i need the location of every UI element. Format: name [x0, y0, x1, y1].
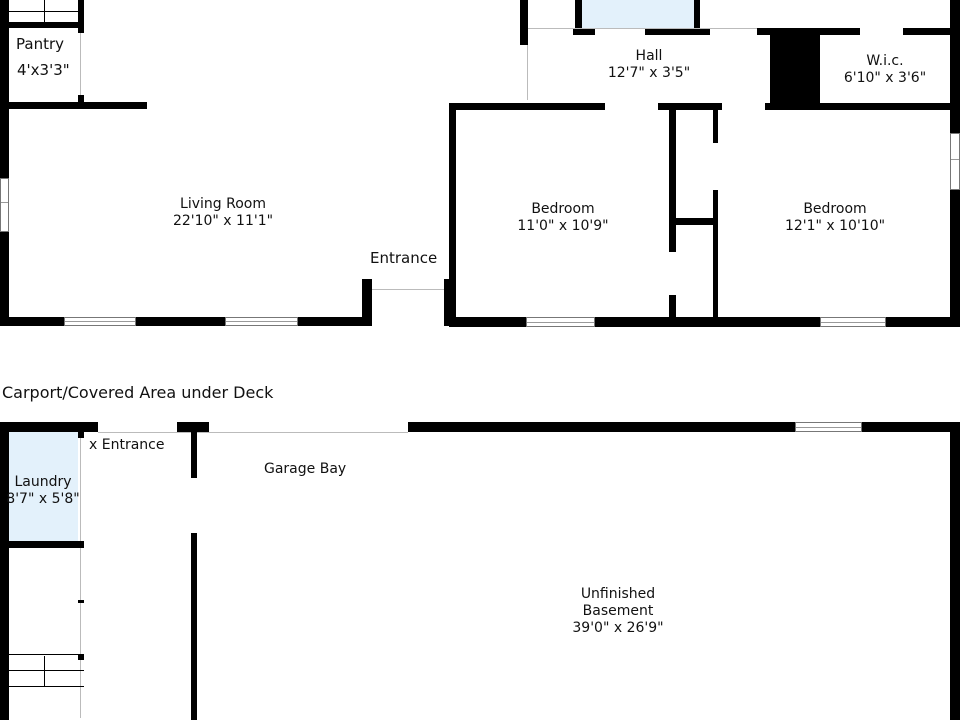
garage-bay-label: Garage Bay: [264, 461, 347, 477]
wall: [0, 422, 98, 432]
wall: [449, 317, 960, 327]
entrance-label: Entrance: [370, 249, 438, 267]
window: [64, 317, 136, 326]
room-name: Unfinished: [580, 586, 656, 602]
wall: [449, 103, 605, 110]
wall: [903, 28, 960, 35]
wall: [645, 28, 710, 35]
hall-line: [528, 28, 760, 29]
wall: [765, 103, 960, 110]
wall: [713, 110, 718, 143]
wall: [191, 533, 197, 720]
wall: [669, 295, 676, 317]
chimney: [770, 28, 820, 110]
room-name: Bedroom: [803, 201, 867, 217]
wall: [694, 0, 700, 35]
wall: [669, 110, 676, 252]
wall: [78, 654, 84, 660]
wall: [78, 432, 84, 438]
room-size: 12'7" x 3'5": [607, 65, 691, 81]
wall: [177, 422, 209, 432]
room-name: W.i.c.: [866, 53, 904, 69]
window: [820, 317, 886, 327]
stair-line: [44, 656, 45, 686]
room-size: 8'7" x 5'8": [6, 491, 80, 507]
laundry-area: [9, 432, 78, 541]
wall: [658, 103, 722, 110]
wall: [408, 422, 960, 432]
wall: [575, 0, 582, 35]
window: [950, 133, 960, 190]
wall: [0, 541, 84, 548]
carport-label: Carport/Covered Area under Deck: [2, 383, 274, 402]
opening-line: [98, 432, 408, 433]
wall: [78, 600, 84, 603]
room-name: Basement: [582, 603, 654, 619]
wall: [0, 22, 84, 28]
room-label-wic: W.i.c.6'10" x 3'6": [844, 53, 926, 87]
entrance-door: [372, 289, 444, 290]
stair-line: [9, 686, 84, 687]
wall: [520, 0, 528, 45]
room-name: Living Room: [180, 196, 266, 212]
wall: [362, 279, 372, 326]
bathroom-area: [582, 0, 697, 28]
pantry-door: [80, 33, 81, 95]
room-size: 4'x3'3": [17, 61, 70, 79]
wall: [573, 28, 595, 35]
window: [526, 317, 595, 327]
wall: [669, 218, 718, 225]
room-name: Pantry: [16, 35, 64, 53]
room-name: Bedroom: [531, 201, 595, 217]
partition-line: [80, 438, 81, 718]
stair-line: [9, 11, 79, 12]
wall: [0, 317, 372, 326]
wall: [0, 102, 147, 109]
room-size: 11'0" x 10'9": [517, 218, 609, 234]
room-size: 39'0" x 26'9": [572, 620, 664, 636]
window: [0, 178, 9, 232]
wall: [78, 95, 84, 108]
hall-opening: [527, 45, 528, 100]
room-size: 22'10" x 11'1": [172, 213, 274, 229]
entrance-label: x Entrance: [89, 437, 165, 453]
wall: [950, 432, 960, 720]
wall: [78, 0, 84, 33]
stair-line: [9, 670, 84, 671]
window: [795, 422, 862, 432]
wall: [449, 103, 456, 326]
room-size: 12'1" x 10'10": [784, 218, 886, 234]
stair-line: [9, 654, 84, 655]
room-name: Laundry: [14, 474, 72, 490]
room-size: 6'10" x 3'6": [843, 70, 927, 86]
window: [225, 317, 298, 326]
room-name: Hall: [635, 48, 663, 64]
wall: [0, 0, 9, 326]
wall: [713, 190, 718, 317]
wall: [191, 432, 197, 478]
wall: [0, 422, 9, 720]
